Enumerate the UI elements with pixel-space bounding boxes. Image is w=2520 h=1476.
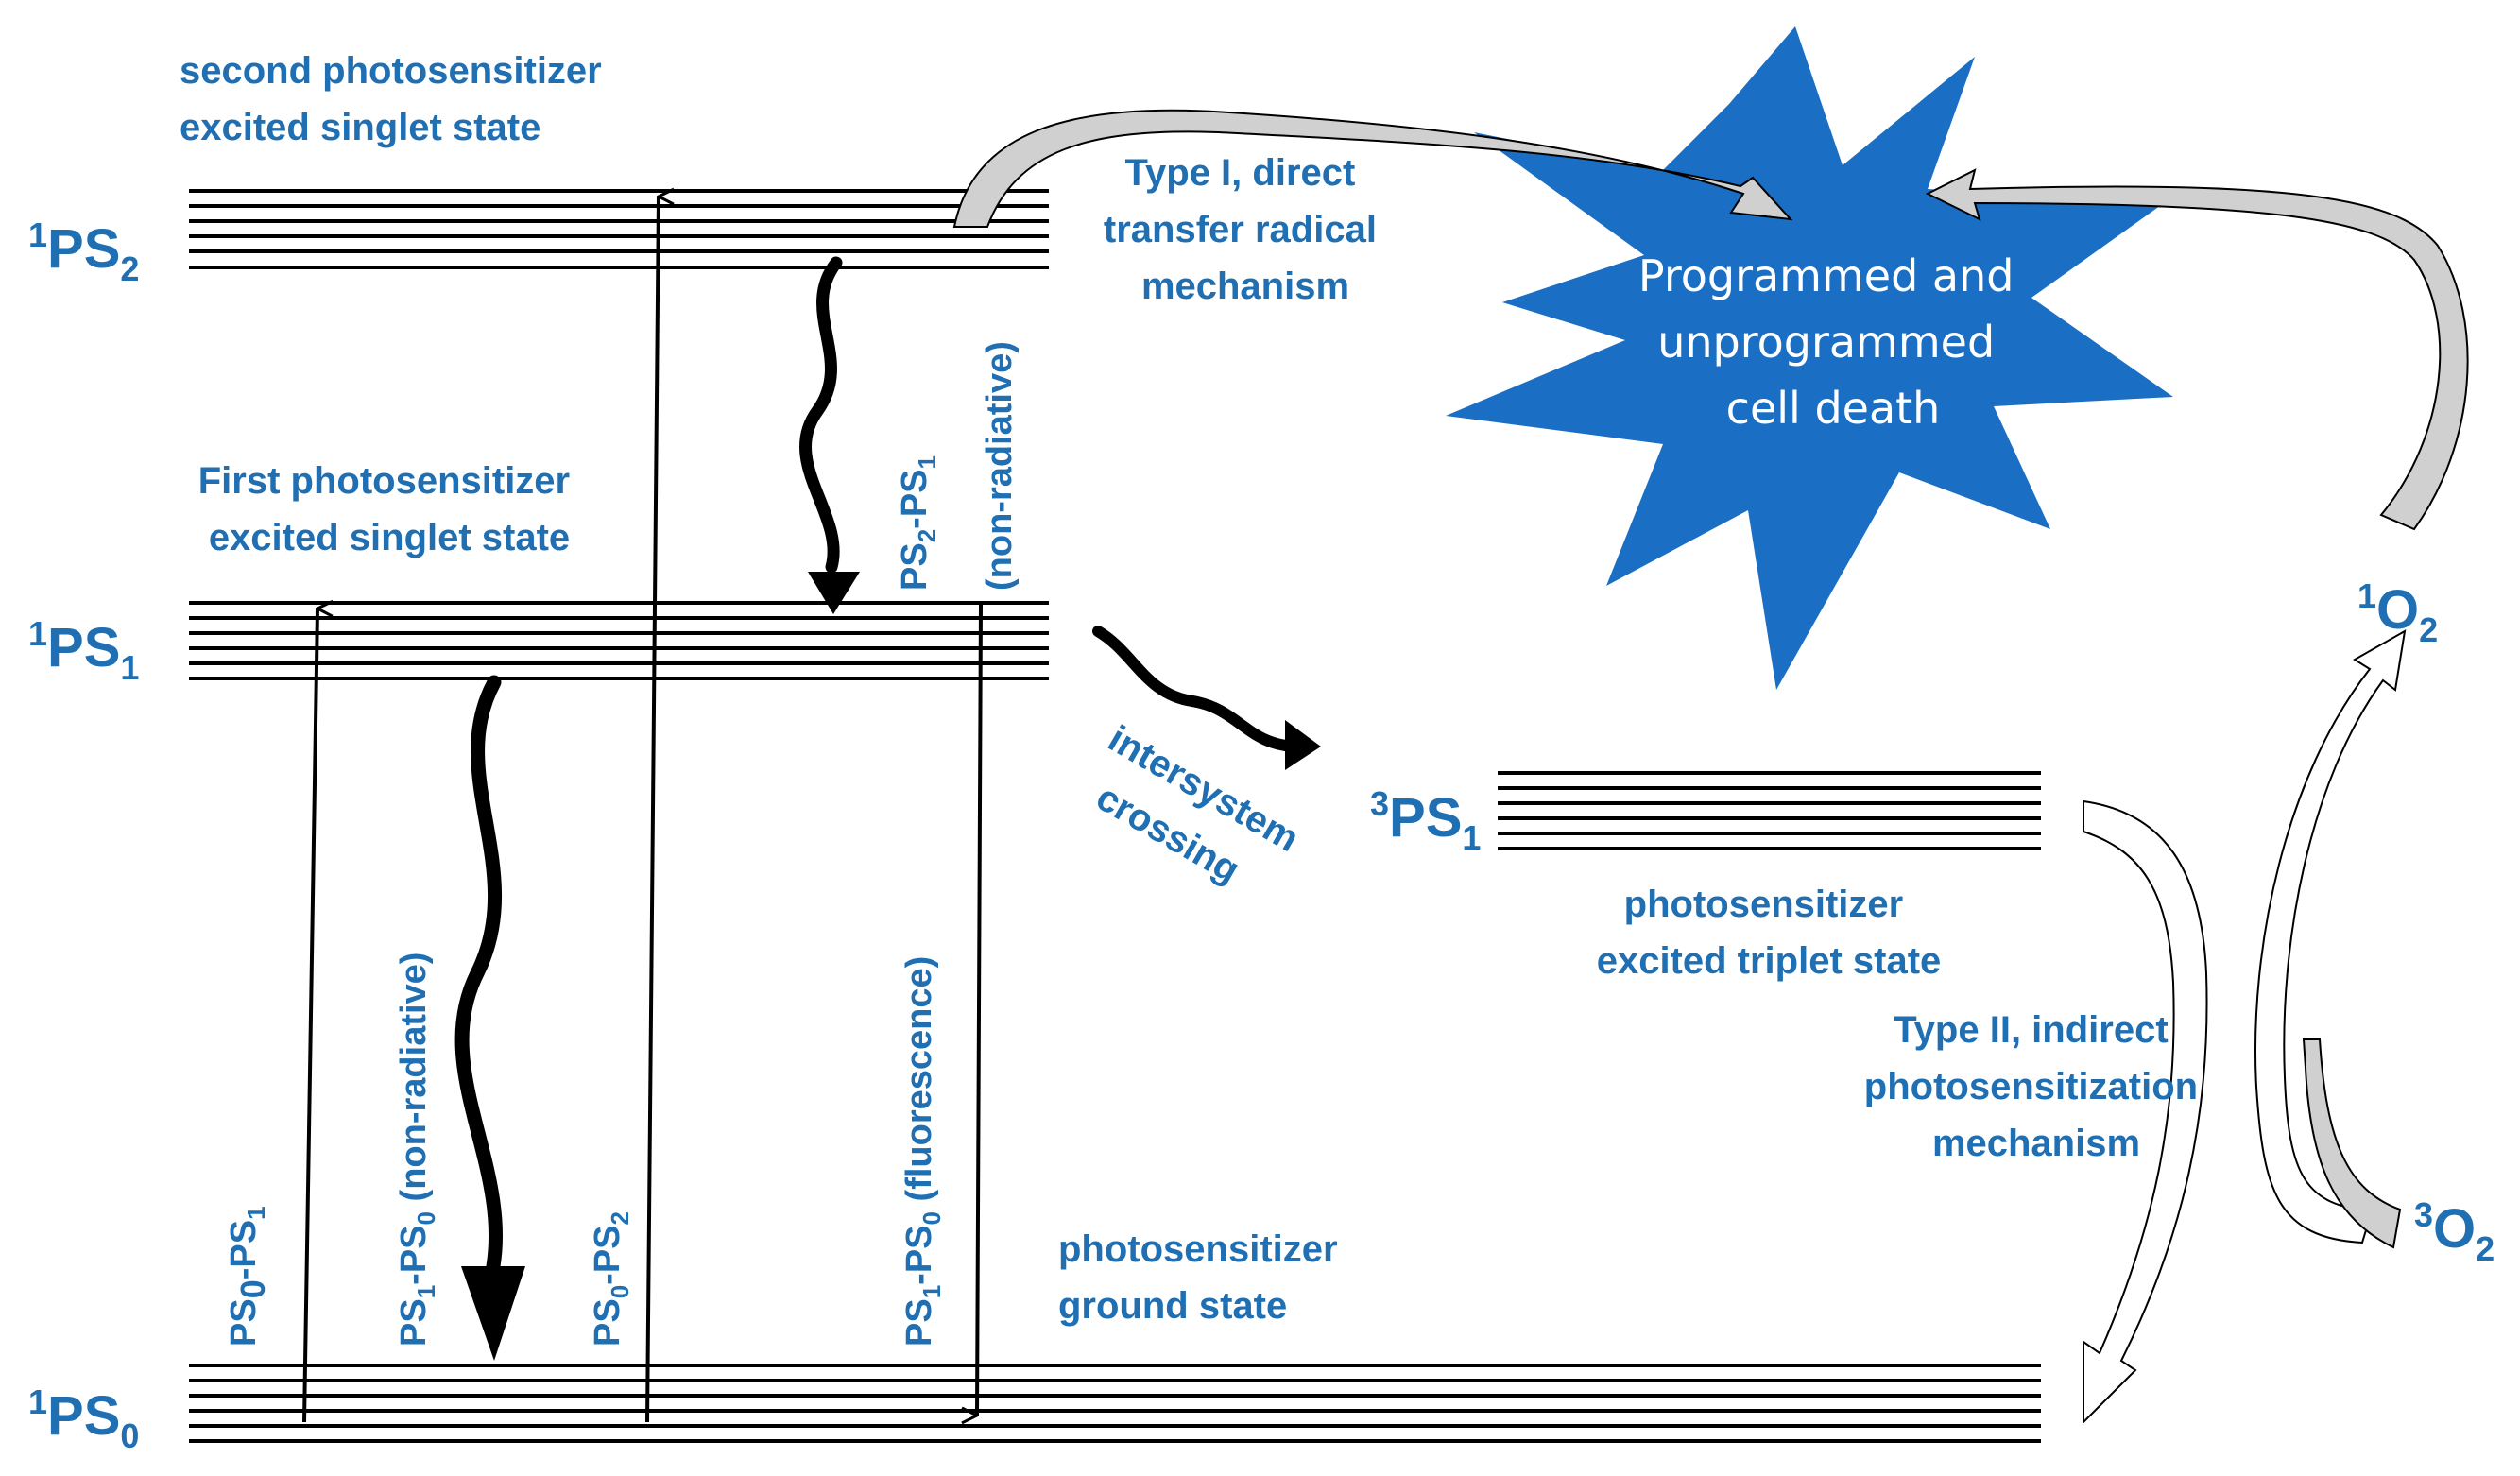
cell-death-burst xyxy=(1446,26,2173,690)
curved-arrow-type2 xyxy=(2083,799,2208,1425)
label-triplet-state: photosensitizer excited triplet state xyxy=(1597,884,1942,982)
state-label-triplet-ps1: 3PS1 xyxy=(1370,784,1481,857)
label-type-2-mechanism: Type II, indirect photosensitization mec… xyxy=(1864,1009,2208,1164)
wavy-arrow-ps1-ps0 xyxy=(454,675,504,1274)
transition-label-ps2-ps1: PS2-PS1 xyxy=(895,455,941,591)
level-ps1 xyxy=(189,601,1049,680)
state-label-triplet-oxygen: 3O2 xyxy=(2414,1195,2494,1268)
arrow-ps0-to-ps2 xyxy=(645,197,659,1423)
wavy-arrowhead-isc xyxy=(1285,720,1321,770)
wavy-arrowhead-ps1-ps0 xyxy=(461,1266,525,1361)
label-first-excited-state: First photosensitizer excited singlet st… xyxy=(198,460,581,558)
transition-label-fluorescence: PS1-PS0 (fluorescence) xyxy=(900,956,946,1347)
curved-arrow-singlet-oxygen xyxy=(1925,168,2469,531)
wavy-arrowhead-ps2-ps1 xyxy=(808,572,860,614)
state-label-singlet-oxygen: 1O2 xyxy=(2357,576,2438,649)
state-label-ps0: 1PS0 xyxy=(28,1382,139,1455)
wavy-arrow-isc xyxy=(1092,626,1305,752)
arrow-fluorescence xyxy=(977,604,983,1416)
curved-arrow-triplet-oxygen xyxy=(2302,1038,2402,1249)
label-second-excited-state: second photosensitizer excited singlet s… xyxy=(180,50,612,148)
wavy-arrow-ps2-ps1 xyxy=(799,256,843,574)
state-label-ps2: 1PS2 xyxy=(28,215,139,288)
curved-arrow-type1 xyxy=(952,109,1793,228)
level-triplet-ps1 xyxy=(1498,771,2041,850)
arrow-ps0-to-ps1 xyxy=(302,609,317,1423)
cell-death-text: Programmed and unprogrammed cell death xyxy=(1638,250,2028,434)
label-ground-state: photosensitizer ground state xyxy=(1058,1228,1348,1327)
transition-label-ps0-ps1: PS0-PS1 xyxy=(224,1206,272,1347)
transition-label-ps0-ps2: PS0-PS2 xyxy=(588,1211,634,1347)
level-ps0 xyxy=(189,1364,2041,1443)
transition-label-ps2-ps1-nonradiative: (non-radiative) xyxy=(980,341,1020,591)
transition-label-ps1-ps0-nonradiative: PS1-PS0 (non-radiative) xyxy=(394,953,440,1347)
state-label-ps1: 1PS1 xyxy=(28,614,139,687)
label-type-1-mechanism: Type I, direct transfer radical mechanis… xyxy=(1104,152,1387,307)
curved-arrow-triplet-to-singlet-oxygen xyxy=(2254,629,2407,1244)
level-ps2 xyxy=(189,189,1049,269)
